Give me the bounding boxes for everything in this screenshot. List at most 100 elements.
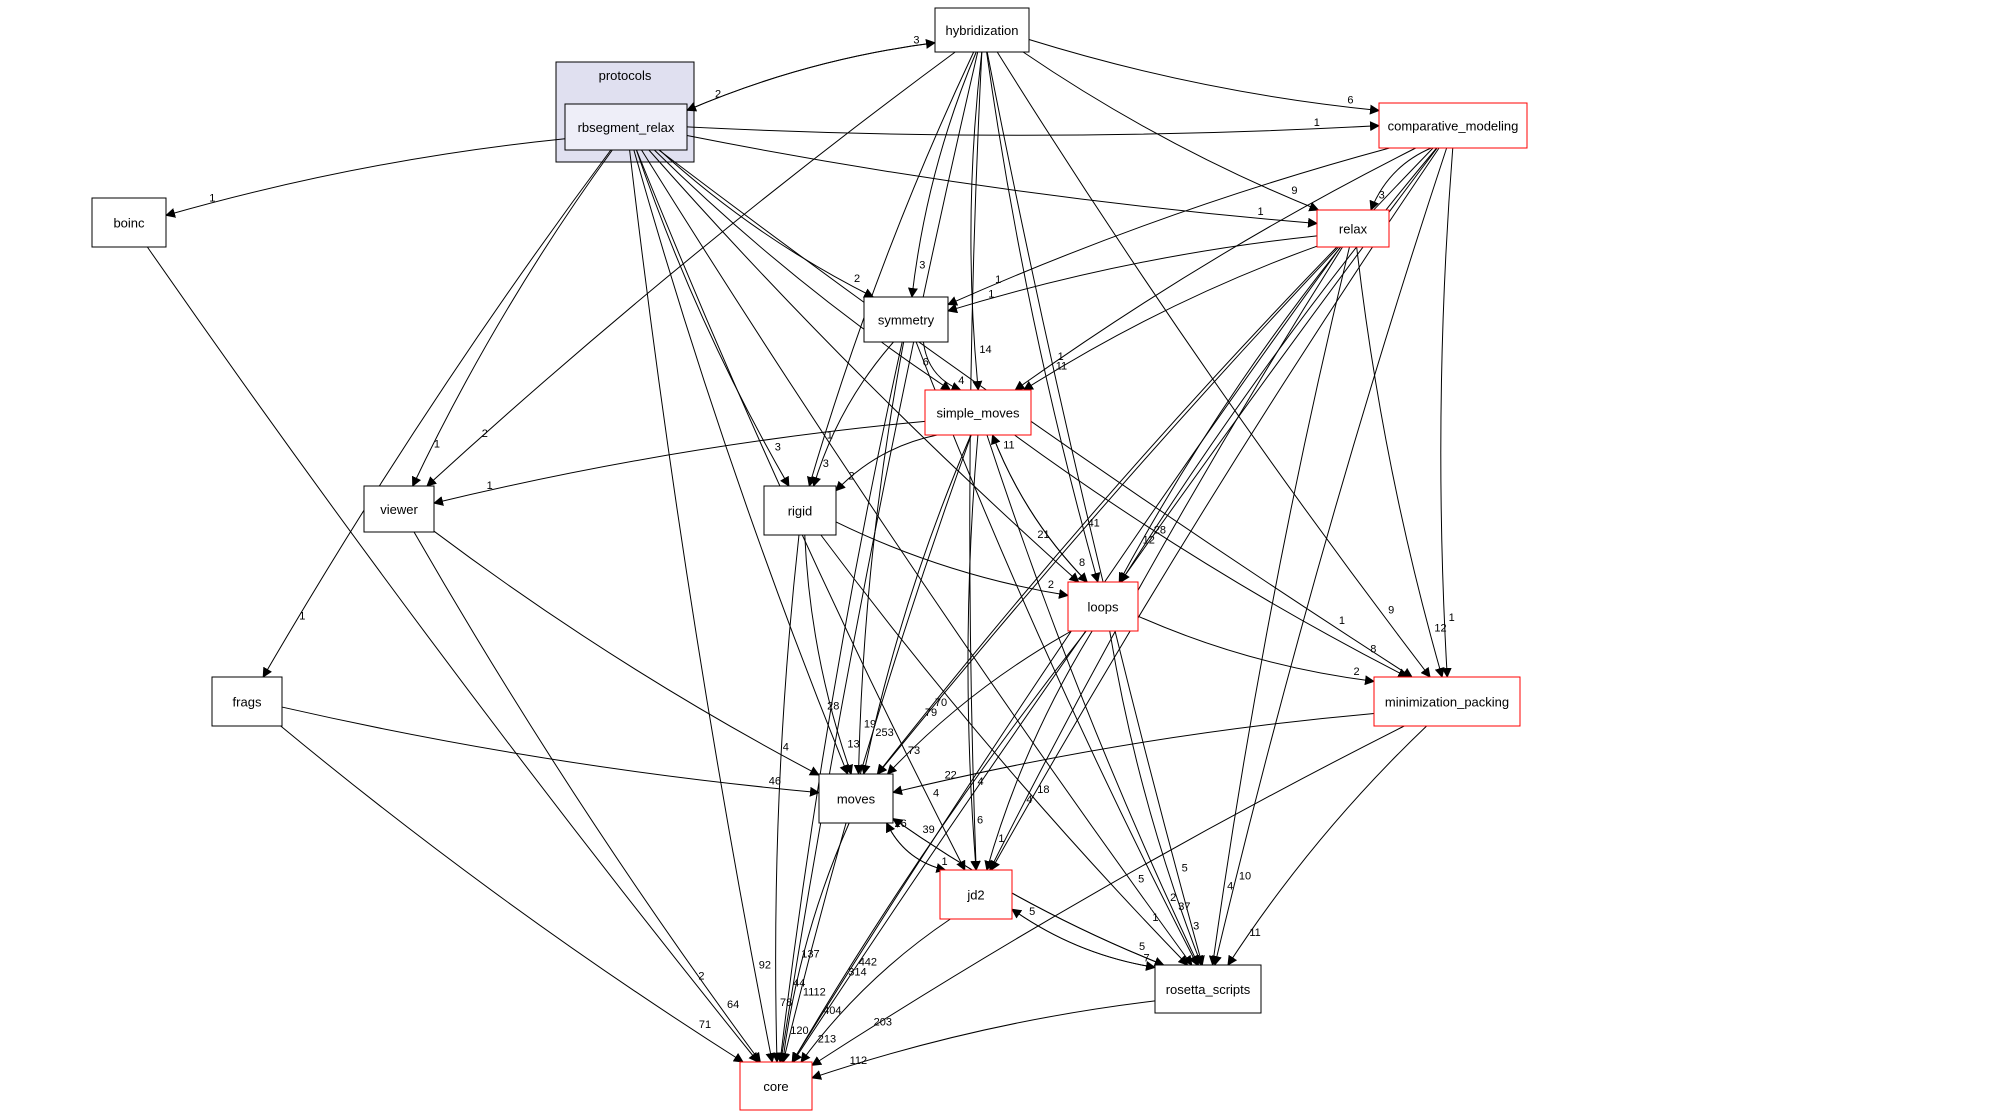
- edge-simple_moves-to-viewer: [433, 420, 926, 506]
- edge-label-minimization_packing-to-rosetta_scripts: 11: [1249, 927, 1260, 939]
- edge-symmetry-to-rigid: [811, 341, 894, 487]
- node-box: [763, 485, 837, 536]
- edge-label-symmetry-to-rosetta_scripts: 2: [1170, 892, 1176, 904]
- edge-boinc-to-core: [146, 246, 759, 1063]
- edge-label-symmetry-to-simple_moves: 4: [958, 375, 964, 387]
- edge-rbsegment_relax-to-frags: [262, 149, 612, 678]
- edge-label-rbsegment_relax-to-simple_moves: 6: [923, 357, 929, 369]
- edge-loops-to-simple_moves: [991, 434, 1088, 583]
- edge-rigid-to-loops: [835, 521, 1069, 599]
- edge-label-symmetry-to-rigid: 3: [823, 458, 829, 470]
- edge-label-jd2-to-rosetta_scripts: 7: [1143, 953, 1149, 965]
- edge-hybridization-to-core: [777, 51, 979, 1063]
- edge-label-simple_moves-to-core: 1112: [803, 986, 826, 998]
- edge-comparative_modeling-to-simple_moves: [1014, 147, 1416, 391]
- edge-comparative_modeling-to-symmetry: [947, 147, 1390, 306]
- node-moves[interactable]: moves: [818, 773, 894, 824]
- edge-label-rbsegment_relax-to-core: 92: [759, 959, 771, 971]
- edge-rbsegment_relax-to-loops: [648, 149, 1080, 583]
- node-core[interactable]: core: [739, 1061, 813, 1111]
- edge-simple_moves-to-core: [780, 434, 972, 1063]
- edge-label-symmetry-to-moves: 19: [864, 718, 876, 730]
- edge-label-rbsegment_relax-to-hybridization: 3: [913, 34, 919, 46]
- edge-label-rbsegment_relax-to-moves: 28: [827, 701, 839, 713]
- edge-rbsegment_relax-to-relax: [686, 135, 1318, 228]
- edge-label-loops-to-jd2: 1: [998, 833, 1004, 845]
- edge-label-rbsegment_relax-to-symmetry: 2: [854, 273, 860, 285]
- edge-moves-to-rosetta_scripts: [892, 818, 1165, 967]
- edge-viewer-to-moves: [433, 530, 820, 776]
- node-label: minimization_packing: [1385, 695, 1509, 710]
- edge-label-moves-to-core: 120: [790, 1025, 808, 1037]
- edge-label-hybridization-to-comparative_modeling: 6: [1347, 95, 1353, 107]
- node-label: rbsegment_relax: [578, 120, 675, 135]
- node-relax[interactable]: relax: [1316, 209, 1390, 248]
- edge-label-comparative_modeling-to-rosetta_scripts: 10: [1239, 870, 1251, 882]
- edge-label-hybridization-to-simple_moves: 14: [979, 344, 991, 356]
- node-frags[interactable]: frags: [211, 676, 283, 727]
- edge-comparative_modeling-to-minimization_packing: [1440, 147, 1454, 678]
- edge-rosetta_scripts-to-jd2: [1011, 908, 1156, 968]
- node-simple-moves[interactable]: simple_moves: [924, 389, 1032, 436]
- edge-loops-to-moves: [886, 630, 1072, 775]
- edge-label-loops-to-minimization_packing: 2: [1354, 666, 1360, 678]
- edge-rbsegment_relax-to-simple_moves: [654, 149, 952, 391]
- node-rosetta-scripts[interactable]: rosetta_scripts: [1154, 964, 1262, 1014]
- edge-label-loops-to-simple_moves: 11: [1003, 439, 1014, 451]
- edge-hybridization-to-loops: [986, 51, 1101, 583]
- node-minimization-packing[interactable]: minimization_packing: [1373, 676, 1521, 727]
- node-box: [1316, 209, 1390, 248]
- node-viewer[interactable]: viewer: [363, 485, 435, 533]
- edge-label-comparative_modeling-to-moves: 70: [935, 697, 947, 709]
- node-label: hybridization: [946, 23, 1019, 38]
- edge-simple_moves-to-rigid: [835, 434, 938, 492]
- edge-label-comparative_modeling-to-symmetry: 1: [995, 274, 1001, 286]
- node-rbsegment-relax[interactable]: rbsegment_relax: [564, 103, 688, 151]
- edge-relax-to-rosetta_scripts: [1208, 246, 1350, 966]
- edge-hybridization-to-rbsegment_relax: [686, 42, 936, 112]
- edge-label-hybridization-to-rigid: 1: [827, 429, 833, 441]
- node-rigid[interactable]: rigid: [763, 485, 837, 536]
- node-box: [939, 869, 1013, 920]
- edge-label-loops-to-core: 404: [823, 1005, 841, 1017]
- node-label: symmetry: [878, 313, 935, 328]
- node-box: [1378, 102, 1528, 149]
- edge-rigid-to-moves: [804, 534, 853, 775]
- edge-relax-to-jd2: [989, 246, 1343, 871]
- edge-rigid-to-rosetta_scripts: [820, 534, 1189, 966]
- edge-symmetry-to-simple_moves: [922, 341, 962, 392]
- edge-rbsegment_relax-to-minimization_packing: [658, 149, 1413, 678]
- node-label: viewer: [380, 502, 418, 517]
- edge-label-simple_moves-to-rigid: 2: [849, 470, 855, 482]
- node-box: [564, 103, 688, 151]
- edge-label-hybridization-to-symmetry: 3: [919, 260, 925, 272]
- edge-label-frags-to-moves: 46: [769, 775, 781, 787]
- edge-relax-to-loops: [1118, 246, 1342, 583]
- edge-moves-to-core: [778, 822, 850, 1063]
- node-jd2[interactable]: jd2: [939, 869, 1013, 920]
- edge-simple_moves-to-loops: [992, 434, 1088, 583]
- edge-loops-to-minimization_packing: [1137, 615, 1375, 686]
- node-hybridization[interactable]: hybridization: [934, 7, 1030, 53]
- edge-rbsegment_relax-to-core: [629, 149, 776, 1063]
- node-box: [739, 1061, 813, 1111]
- edge-rbsegment_relax-to-moves: [633, 149, 849, 775]
- edge-loops-to-jd2: [984, 630, 1093, 871]
- edge-hybridization-to-relax: [1022, 51, 1320, 212]
- node-box: [863, 296, 949, 343]
- node-loops[interactable]: loops: [1067, 581, 1139, 632]
- edge-relax-to-minimization_packing: [1356, 246, 1445, 678]
- edge-label-hybridization-to-viewer: 2: [482, 428, 488, 440]
- edge-label-hybridization-to-rosetta_scripts: 5: [1182, 862, 1188, 874]
- edge-rosetta_scripts-to-core: [811, 1000, 1156, 1080]
- node-comparative-modeling[interactable]: comparative_modeling: [1378, 102, 1528, 149]
- edge-hybridization-to-comparative_modeling: [1028, 39, 1380, 115]
- edge-label-rosetta_scripts-to-jd2: 5: [1029, 906, 1035, 918]
- edge-hybridization-to-rosetta_scripts: [986, 51, 1205, 966]
- edge-label-rosetta_scripts-to-core: 112: [850, 1055, 868, 1067]
- node-symmetry[interactable]: symmetry: [863, 296, 949, 343]
- edge-label-relax-to-loops: 12: [1143, 535, 1155, 547]
- node-boinc[interactable]: boinc: [91, 197, 167, 248]
- edge-rbsegment_relax-to-rigid: [635, 149, 790, 487]
- edge-label-simple_moves-to-viewer: 1: [487, 480, 493, 492]
